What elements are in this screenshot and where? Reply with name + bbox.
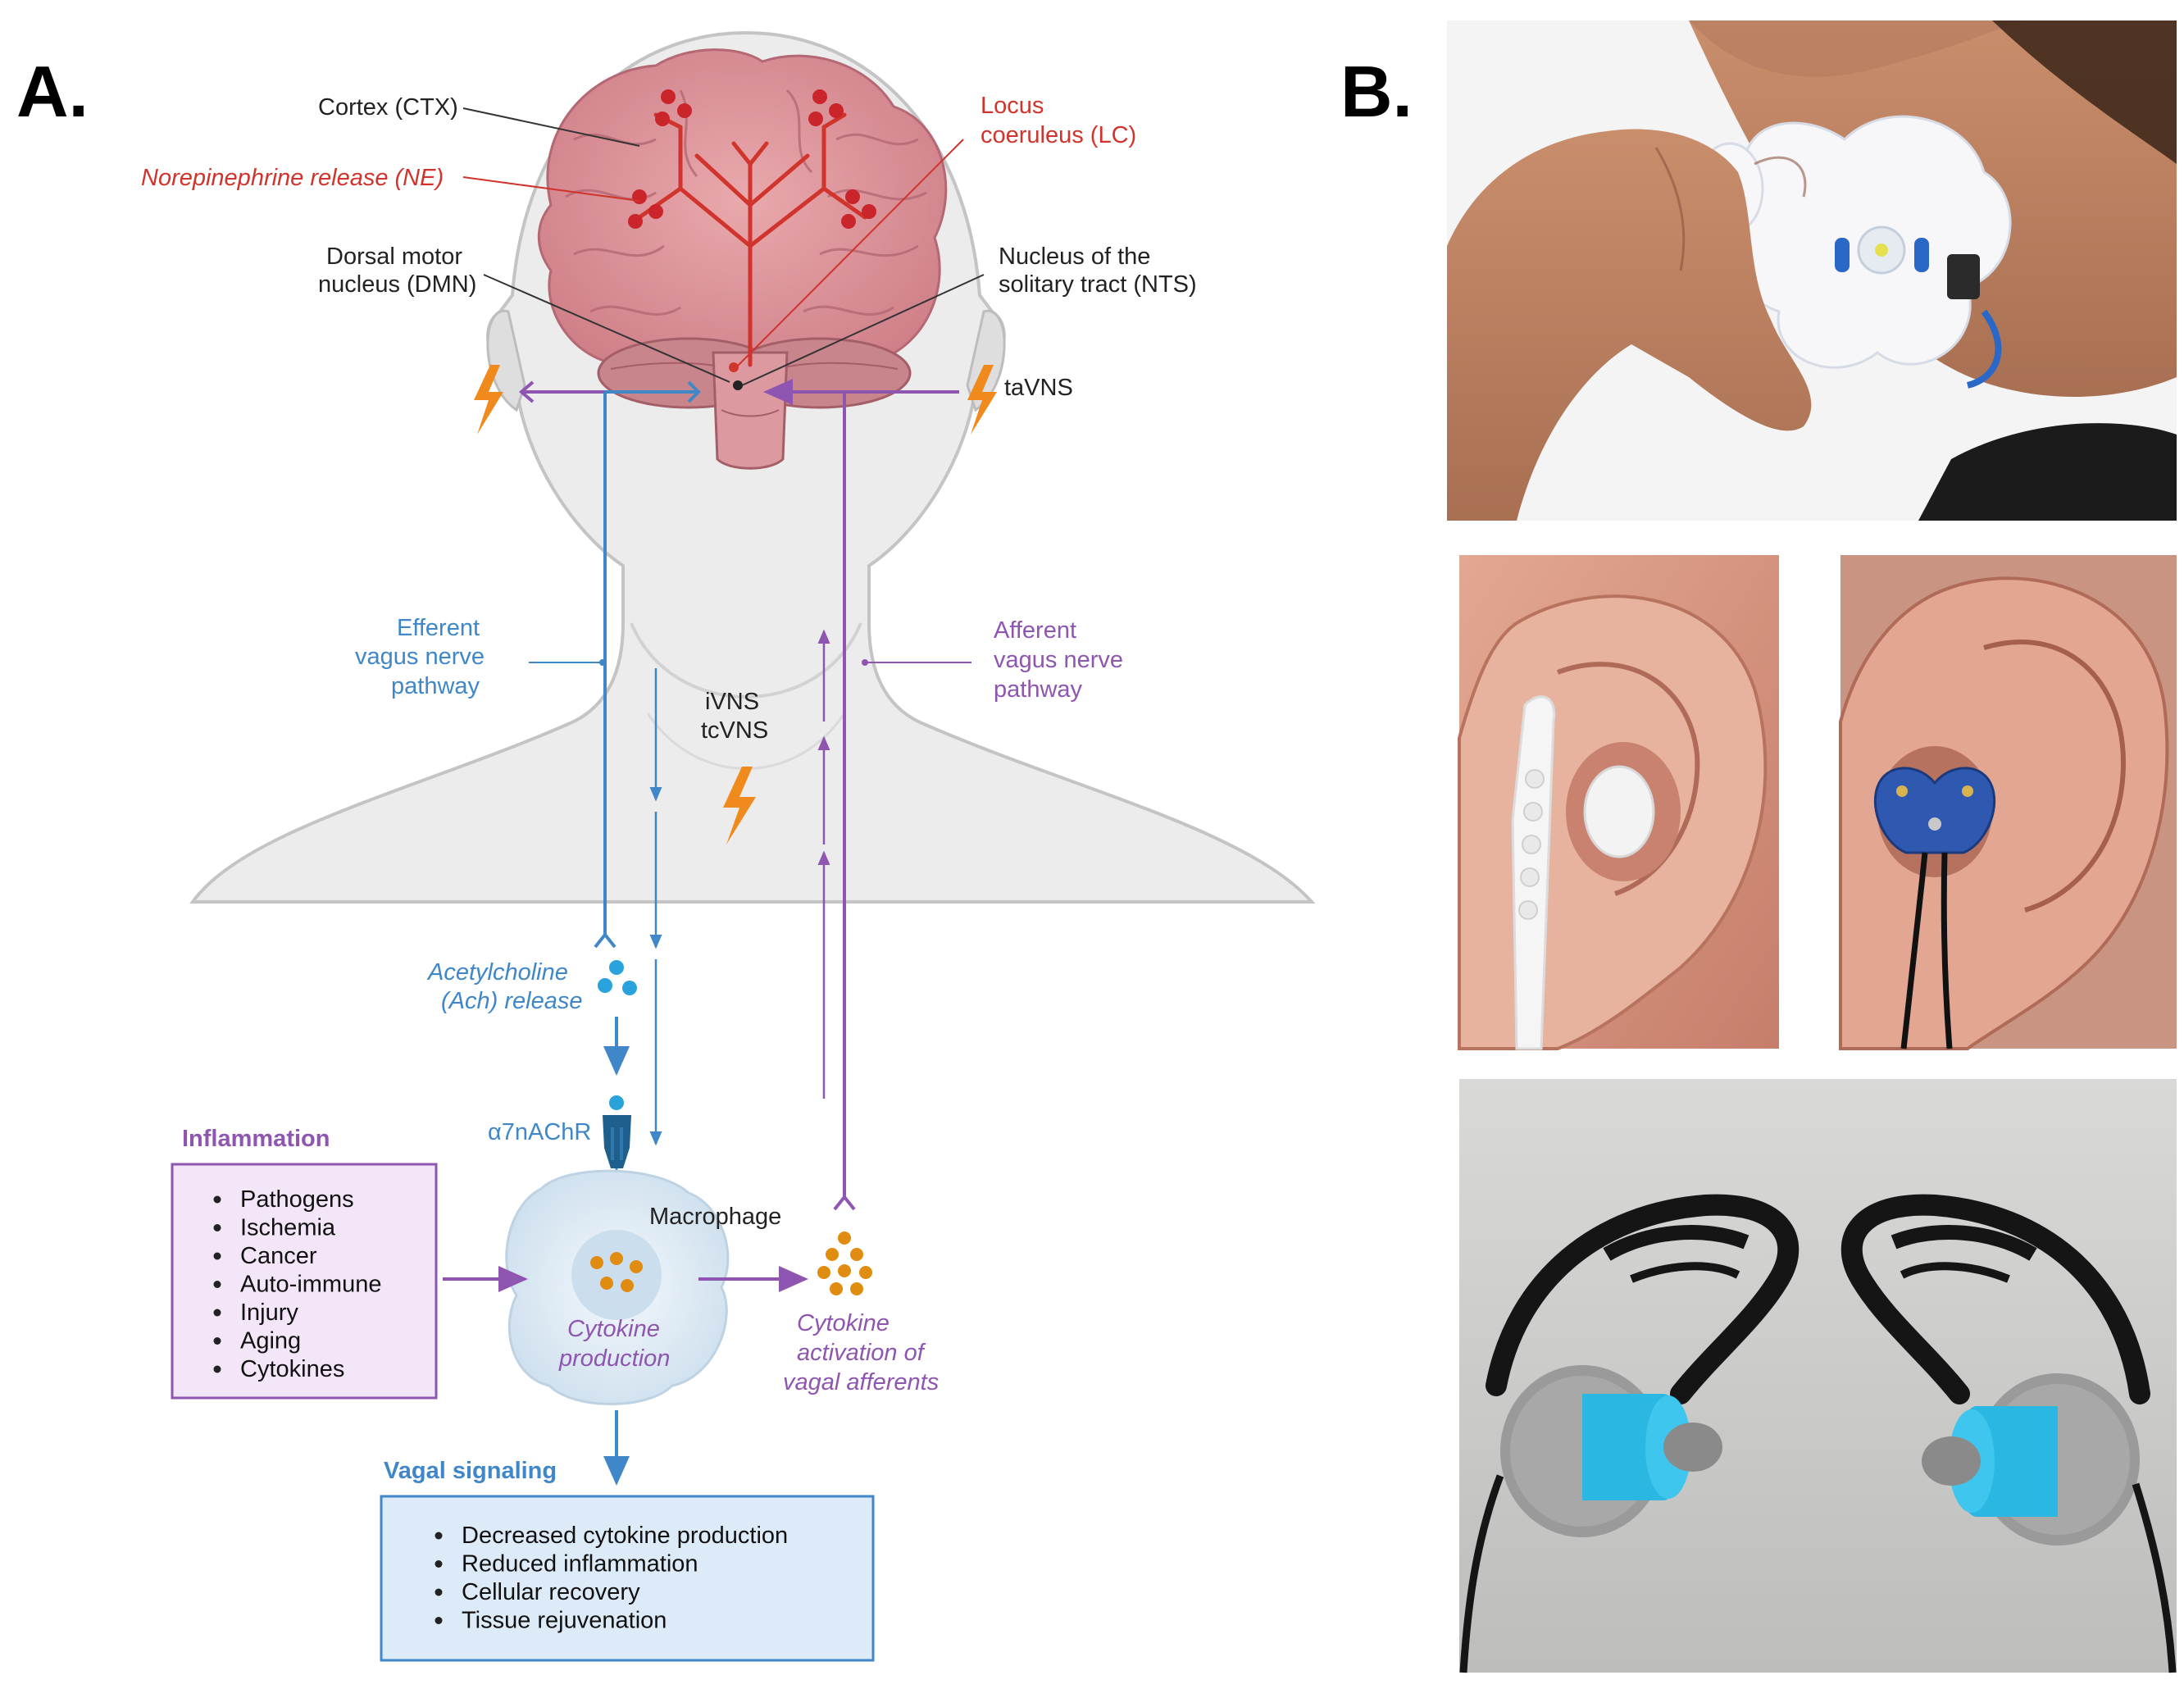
label-ivns: iVNS: [705, 689, 759, 715]
list-item: Auto-immune: [240, 1272, 381, 1298]
list-item: Cytokines: [240, 1356, 344, 1382]
label-ach-2: (Ach) release: [441, 988, 582, 1014]
earbud-photo: [1459, 1079, 2177, 1673]
label-cyto-act-3: vagal afferents: [783, 1369, 939, 1395]
label-lc-2: coeruleus (LC): [981, 122, 1136, 148]
afferent-pathway: [518, 379, 959, 1211]
bullet-dot: [213, 1195, 221, 1204]
list-item: Aging: [240, 1328, 301, 1354]
bullet-dot: [435, 1560, 443, 1568]
list-item: Cancer: [240, 1243, 317, 1269]
receptor-icon: [603, 1115, 631, 1168]
lightning-icon: [474, 365, 997, 844]
label-afferent-1: Afferent: [994, 617, 1076, 644]
list-item: Cellular recovery: [462, 1579, 640, 1605]
pathway-labels: Efferent vagus nerve pathway Afferent va…: [355, 615, 1123, 744]
list-item: Reduced inflammation: [462, 1551, 698, 1577]
label-dmn-2: nucleus (DMN): [318, 271, 476, 298]
inflammation-list: PathogensIschemiaCancerAuto-immuneInjury…: [213, 1186, 381, 1382]
label-efferent-3: pathway: [391, 673, 480, 699]
bullet-dot: [213, 1309, 221, 1317]
bullet-dot: [213, 1224, 221, 1231]
list-item: Pathogens: [240, 1186, 354, 1213]
list-item: Ischemia: [240, 1215, 336, 1241]
label-nts-1: Nucleus of the: [999, 244, 1150, 270]
label-afferent-2: vagus nerve: [994, 647, 1123, 673]
panel-label-a: A.: [16, 51, 89, 132]
label-cortex: Cortex (CTX): [318, 94, 458, 121]
brain-labels: Cortex (CTX) Norepinephrine release (NE)…: [141, 93, 1197, 401]
list-item: Tissue rejuvenation: [462, 1608, 667, 1634]
label-ne: Norepinephrine release (NE): [141, 165, 444, 191]
bullet-dot: [213, 1365, 221, 1373]
bullet-dot: [213, 1337, 221, 1345]
label-cyto-act-1: Cytokine: [797, 1310, 890, 1336]
label-macrophage: Macrophage: [649, 1204, 781, 1230]
bullet-dot: [435, 1532, 443, 1540]
label-receptor: α7nAChR: [488, 1119, 591, 1145]
label-tavns: taVNS: [1004, 375, 1073, 401]
label-efferent-2: vagus nerve: [355, 644, 485, 670]
label-dmn-1: Dorsal motor: [326, 244, 462, 270]
bullet-dot: [213, 1252, 221, 1260]
label-cyto-act-2: activation of: [797, 1340, 926, 1366]
inflammation-title: Inflammation: [182, 1126, 330, 1152]
label-cyto-prod-1: Cytokine: [567, 1316, 660, 1342]
macrophage: [505, 1169, 730, 1405]
cytokine-dots: [817, 1231, 872, 1295]
label-nts-2: solitary tract (NTS): [999, 271, 1197, 298]
vagal-title: Vagal signaling: [384, 1458, 557, 1484]
acetylcholine-dots: [598, 960, 637, 1110]
label-tcvns: tcVNS: [701, 717, 768, 744]
list-item: Decreased cytokine production: [462, 1523, 788, 1549]
neck-device-photo: [1447, 20, 2177, 521]
label-efferent-1: Efferent: [397, 615, 480, 641]
ear-electrode-photo: [1839, 555, 2177, 1050]
label-lc-1: Locus: [981, 93, 1044, 119]
panel-label-b: B.: [1340, 51, 1413, 132]
list-item: Injury: [240, 1300, 298, 1326]
ear-clip-photo: [1458, 555, 1779, 1050]
bullet-dot: [435, 1617, 443, 1624]
label-ach-1: Acetylcholine: [426, 959, 568, 986]
label-cyto-prod-2: production: [558, 1345, 670, 1372]
bullet-dot: [435, 1588, 443, 1596]
label-afferent-3: pathway: [994, 676, 1083, 703]
bullet-dot: [213, 1281, 221, 1288]
vagal-box: [380, 1495, 875, 1662]
